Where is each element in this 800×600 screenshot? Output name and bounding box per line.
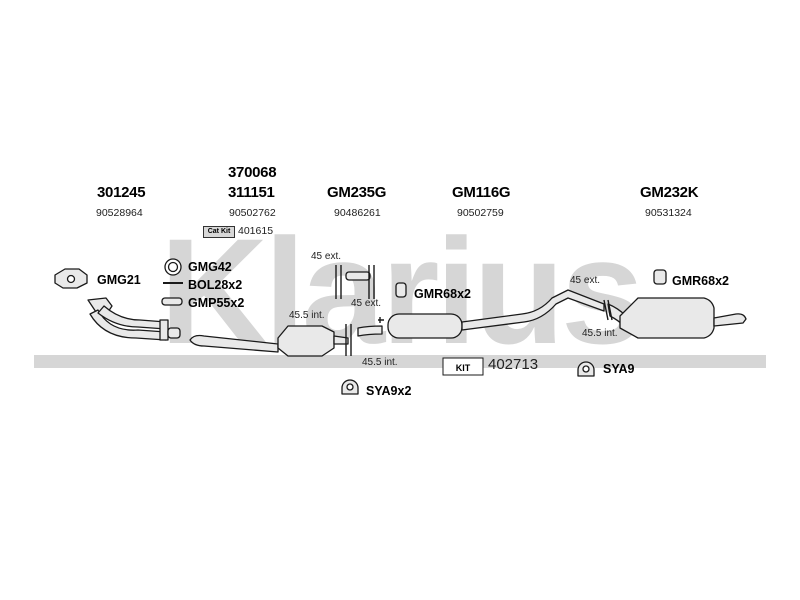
joint-marker-icon — [368, 265, 375, 299]
kit-box-icon — [442, 357, 484, 376]
middle-silencer-icon — [357, 289, 605, 339]
fitting-gmg42: GMG42 — [188, 260, 232, 274]
center-pipe-icon — [345, 271, 371, 281]
joint-marker-icon — [378, 317, 384, 323]
clamp-rear-icon — [577, 361, 595, 377]
kit-number: 402713 — [488, 356, 539, 373]
part-number-gm235g: GM235G — [327, 184, 387, 201]
rear-silencer-icon — [607, 297, 747, 339]
cat-kit-tag: Cat Kit — [203, 226, 235, 238]
catalyst-icon — [189, 325, 349, 357]
oe-number-90502759: 90502759 — [457, 207, 504, 219]
cat-kit-number: 401615 — [238, 225, 274, 237]
dim-ext-b: 45 ext. — [351, 298, 382, 309]
fitting-bol28: BOL28x2 — [188, 278, 243, 292]
oe-number-90528964: 90528964 — [96, 207, 143, 219]
oe-number-90502762: 90502762 — [229, 207, 276, 219]
rubber-mount-icon — [395, 282, 407, 298]
front-pipe-icon — [87, 297, 169, 341]
dim-ext-a: 45 ext. — [311, 251, 342, 262]
flange-icon — [167, 327, 181, 339]
fitting-sya9: SYA9 — [603, 362, 635, 376]
dim-int-a: 45.5 int. — [289, 310, 325, 321]
dim-ext-c: 45 ext. — [570, 275, 601, 286]
joint-marker-icon — [335, 265, 342, 299]
joint-marker-icon — [603, 299, 613, 321]
part-number-311151: 311151 — [228, 184, 275, 201]
fitting-gmr68-a: GMR68x2 — [414, 287, 471, 301]
oe-number-90486261: 90486261 — [334, 207, 381, 219]
rubber-mount-rear-icon — [653, 269, 667, 285]
part-number-gm232k: GM232K — [640, 184, 699, 201]
fitting-gmr68-b: GMR68x2 — [672, 274, 729, 288]
part-number-gm116g: GM116G — [452, 184, 511, 201]
joint-marker-icon — [345, 324, 352, 356]
oe-number-90531324: 90531324 — [645, 207, 692, 219]
fitting-sya9x2: SYA9x2 — [366, 384, 412, 398]
fitting-gmp55: GMP55x2 — [188, 296, 245, 310]
dim-int-c: 45.5 int. — [582, 328, 618, 339]
kit-tag: KIT — [456, 363, 471, 373]
ring-gasket-inner-icon — [167, 261, 179, 273]
fitting-gmg21: GMG21 — [97, 273, 141, 287]
gasket-icon — [54, 268, 88, 289]
clamp-icon — [341, 379, 359, 395]
part-number-301245: 301245 — [97, 184, 146, 201]
dim-int-b: 45.5 int. — [362, 357, 398, 368]
part-number-370068: 370068 — [228, 164, 277, 181]
spring-icon — [161, 297, 183, 306]
